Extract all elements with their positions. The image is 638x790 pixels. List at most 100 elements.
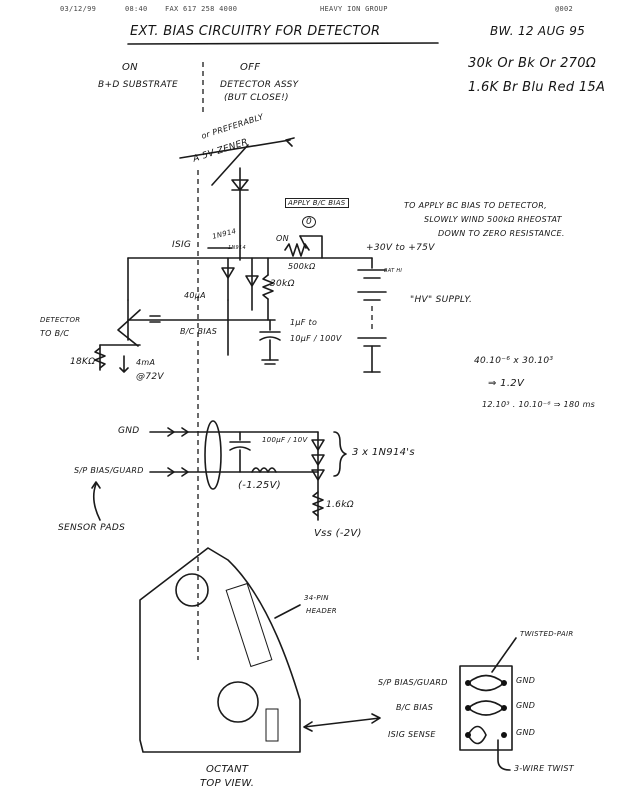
header-label-1: 34-PIN bbox=[304, 594, 329, 602]
wire-end bbox=[465, 705, 471, 711]
three-wire-pointer bbox=[497, 739, 511, 771]
bc-bias-label: B/C BIAS bbox=[180, 327, 218, 336]
header-34pin bbox=[225, 582, 273, 668]
author-date: BW. 12 AUG 95 bbox=[490, 24, 586, 38]
cap100-plate bbox=[229, 446, 251, 451]
cap-plate bbox=[259, 336, 281, 341]
cap-label-2: 10μF / 100V bbox=[290, 334, 342, 343]
twist-box bbox=[459, 665, 513, 751]
brace bbox=[333, 431, 347, 477]
instructions-line-2: SLOWLY WIND 500kΩ RHEOSTAT bbox=[424, 215, 562, 224]
sensor-pads-label: SENSOR PADS bbox=[58, 523, 126, 533]
twist-loop bbox=[467, 700, 505, 716]
off-desc-1: DETECTOR ASSY bbox=[220, 80, 299, 90]
preferably-arrow bbox=[211, 144, 249, 186]
diodes-3x-label: 3 x 1N914's bbox=[352, 447, 415, 458]
apply-bc-bias-box: APPLY B/C BIAS bbox=[285, 198, 349, 208]
instructions-line-3: DOWN TO ZERO RESISTANCE. bbox=[438, 229, 565, 238]
twist-gnd-3: GND bbox=[516, 728, 536, 737]
mount-hole bbox=[175, 573, 209, 607]
sp-arrows bbox=[167, 467, 189, 477]
on-switch-label: ON bbox=[276, 234, 289, 243]
apply-marker: 0 bbox=[302, 216, 317, 228]
gnd-label: GND bbox=[118, 426, 140, 436]
diode-2-label: 1N914 bbox=[228, 245, 246, 251]
detector-label: DETECTOR bbox=[40, 316, 81, 324]
zener-symbol bbox=[231, 179, 249, 191]
supply-range-label: +30V to +75V bbox=[366, 243, 435, 253]
preferably-pointer bbox=[179, 139, 291, 159]
r30k-resistor bbox=[262, 274, 274, 300]
twisted-pair-pointer bbox=[491, 637, 517, 673]
twisted-pair-label: TWISTED-PAIR bbox=[520, 630, 574, 638]
three-wire-label: 3-WIRE TWIST bbox=[514, 764, 574, 773]
isig-label: ISIG bbox=[172, 240, 192, 250]
bi-arrow bbox=[303, 713, 381, 732]
fax-date: 03/12/99 bbox=[60, 5, 97, 13]
mount-hole bbox=[217, 681, 259, 723]
title-underline bbox=[127, 42, 439, 45]
twist-loop bbox=[467, 725, 487, 745]
volt-72-label: @72V bbox=[136, 372, 164, 382]
calc-line-1: 40.10⁻⁶ x 30.10³ bbox=[474, 356, 554, 366]
connector-small bbox=[265, 708, 279, 742]
cap-label-1: 1μF to bbox=[290, 318, 318, 327]
twist-row-2: B/C BIAS bbox=[396, 703, 434, 712]
wire-end bbox=[501, 680, 507, 686]
detector-transistor bbox=[117, 309, 141, 347]
octant-label: OCTANT bbox=[206, 764, 249, 775]
on-desc: B+D SUBSTRATE bbox=[98, 80, 179, 90]
r30k-label: 30kΩ bbox=[270, 279, 295, 289]
twist-row-3: ISIG SENSE bbox=[388, 730, 436, 739]
wire-end bbox=[501, 705, 507, 711]
octant-outline bbox=[139, 547, 301, 753]
diode-3x bbox=[311, 454, 325, 466]
diode-3x bbox=[311, 439, 325, 451]
page-title: EXT. BIAS CIRCUITRY FOR DETECTOR bbox=[130, 24, 381, 39]
r16k-resistor bbox=[312, 491, 324, 517]
fax-page: @002 bbox=[555, 5, 574, 13]
rheostat-wiper bbox=[299, 235, 307, 249]
diode2-symbol bbox=[245, 275, 259, 287]
color-code-2: 1.6K Br Blu Red 15A bbox=[468, 80, 606, 95]
instructions-line-1: TO APPLY BC BIAS TO DETECTOR, bbox=[404, 201, 547, 210]
current-arrow bbox=[119, 355, 129, 373]
r18k-label: 18KΩ bbox=[70, 357, 96, 367]
current-4-label: 4mA bbox=[136, 358, 156, 367]
connector-ellipse bbox=[204, 420, 222, 490]
top-view-label: TOP VIEW. bbox=[200, 778, 255, 789]
fax-number: FAX 617 258 4000 bbox=[165, 5, 238, 13]
wire-end bbox=[465, 680, 471, 686]
vss-label: Vss (-2V) bbox=[314, 528, 362, 539]
on-switch bbox=[299, 235, 323, 259]
calc-line-2: ⇒ 1.2V bbox=[488, 378, 525, 389]
cap100-label: 100μF / 10V bbox=[262, 436, 308, 444]
r16k-label: 1.6kΩ bbox=[326, 500, 354, 510]
to-bc-label: TO B/C bbox=[40, 329, 70, 338]
hv-supply-label: "HV" SUPPLY. bbox=[410, 295, 473, 305]
diode-3x bbox=[311, 469, 325, 481]
rheostat-label: 500kΩ bbox=[288, 262, 316, 271]
header-pointer bbox=[274, 604, 301, 619]
color-code-1: 30k Or Bk Or 270Ω bbox=[468, 56, 597, 71]
off-label: OFF bbox=[240, 62, 261, 73]
sensor-pad-arrow bbox=[92, 483, 101, 521]
twist-gnd-2: GND bbox=[516, 701, 536, 710]
twist-row-1: S/P BIAS/GUARD bbox=[378, 678, 448, 687]
diode1-symbol bbox=[221, 267, 235, 279]
twist-loop bbox=[467, 674, 505, 692]
off-desc-2: (BUT CLOSE!) bbox=[224, 93, 289, 103]
calc-line-3: 12.10³ . 10.10⁻⁶ ⇒ 180 ms bbox=[482, 400, 596, 409]
fax-time: 08:40 bbox=[125, 5, 148, 13]
on-label: ON bbox=[122, 62, 138, 73]
r18k-resistor bbox=[94, 347, 106, 369]
battery-label: BAT HI bbox=[384, 268, 403, 274]
current-40-label: 40μA bbox=[184, 291, 206, 300]
twist-gnd-1: GND bbox=[516, 676, 536, 685]
wire-end bbox=[501, 732, 507, 738]
coil bbox=[251, 467, 277, 473]
fax-sender: HEAVY ION GROUP bbox=[320, 5, 388, 13]
header-label-2: HEADER bbox=[306, 607, 337, 615]
